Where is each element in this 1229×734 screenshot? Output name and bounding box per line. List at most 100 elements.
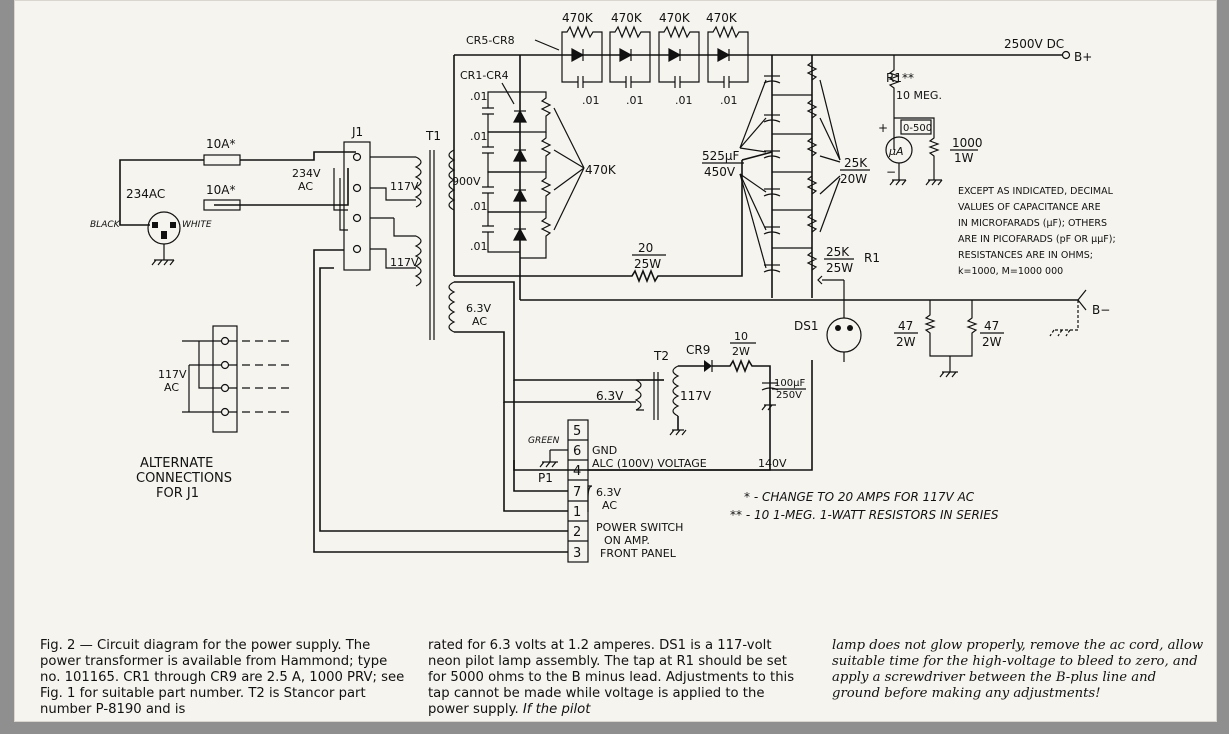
shunt-power: 1W xyxy=(954,151,974,165)
shunt-value: 1000 xyxy=(952,136,983,150)
cr1-cr4-label: CR1-CR4 xyxy=(460,69,509,82)
t1-fil-bottom: AC xyxy=(472,315,487,328)
meter-minus: − xyxy=(886,165,896,179)
j1-block: J1 234V AC xyxy=(292,125,416,271)
p1-pin-6: 6 xyxy=(573,444,581,459)
circuit-schematic: 2500V DC B+ CR5-CR8 470K 470K 470K 470K … xyxy=(90,11,1116,563)
chain-res-3: 470K xyxy=(659,11,691,25)
bridge-cap-2: .01 xyxy=(470,130,488,143)
bleeder-2-value: 47 xyxy=(984,319,999,333)
ds1-and-bleeders: DS1 47 2W 47 2W xyxy=(794,300,1004,378)
series-res-value: 20 xyxy=(638,241,653,255)
meter-r-value: 10 MEG. xyxy=(896,89,942,102)
neon-lamp-icon xyxy=(826,317,862,353)
p1-pin-4: 4 xyxy=(573,464,581,479)
fuse-1-label: 10A* xyxy=(206,137,235,151)
bminus-bus: B− xyxy=(520,289,1110,337)
chain-cap-4: .01 xyxy=(720,94,738,107)
bridge-cap-1: .01 xyxy=(470,90,488,103)
t2-cap-value: 100μF xyxy=(774,378,805,389)
chain-cap-3: .01 xyxy=(675,94,693,107)
bleeder-power: 20W xyxy=(840,172,867,186)
note-line-6: k=1000, M=1000 000 xyxy=(958,266,1063,277)
r1-power: 25W xyxy=(826,261,853,275)
note-line-5: RESISTANCES ARE IN OHMS; xyxy=(958,250,1093,261)
alt-title-line-2: CONNECTIONS xyxy=(136,471,232,486)
chain-cap-2: .01 xyxy=(626,94,644,107)
p1-connector: 5 6 4 7 1 2 3 GND ALC (100V) VOLTAGE 140… xyxy=(313,249,813,563)
bridge-cap-3: .01 xyxy=(470,200,488,213)
bplus-terminal xyxy=(1061,50,1071,60)
bridge-res-label: 470K xyxy=(585,163,617,177)
footnote-2: ** - 10 1-MEG. 1-WATT RESISTORS IN SERIE… xyxy=(730,508,999,522)
p1-fil-voltage: 6.3V xyxy=(596,486,621,499)
schematic-footnotes: * - CHANGE TO 20 AMPS FOR 117V AC ** - 1… xyxy=(730,490,999,522)
values-note: EXCEPT AS INDICATED, DECIMAL VALUES OF C… xyxy=(958,186,1116,277)
white-wire-label: WHITE xyxy=(182,220,212,230)
bridge-cap-4: .01 xyxy=(470,240,488,253)
t2-transformer: T2 CR9 6.3V 117V 10 2W 100μF 250V xyxy=(513,330,806,471)
caption-column-1: Fig. 2 — Circuit diagram for the power s… xyxy=(40,638,405,717)
p1-pin-2: 2 xyxy=(573,525,581,540)
note-line-4: ARE IN PICOFARADS (pF OR μμF); xyxy=(958,234,1116,245)
p1-switch-line-2: ON AMP. xyxy=(604,534,650,547)
caption-col2-italic: If the pilot xyxy=(522,702,591,717)
p1-pin-5: 5 xyxy=(573,424,581,439)
note-line-2: VALUES OF CAPACITANCE ARE xyxy=(958,202,1101,213)
p1-switch-line-3: FRONT PANEL xyxy=(600,547,677,560)
t1-winding2-label: 117V xyxy=(390,256,419,269)
alt-title-line-3: FOR J1 xyxy=(156,486,199,501)
t2-cap-voltage: 250V xyxy=(776,390,802,401)
alt-title-line-1: ALTERNATE xyxy=(140,456,213,471)
j1-voltage-bottom: AC xyxy=(298,180,313,193)
series-resistor: 20 25W xyxy=(454,151,773,284)
bleeder-2-power: 2W xyxy=(982,335,1002,349)
figure-caption: Fig. 2 — Circuit diagram for the power s… xyxy=(40,638,1206,718)
j1-label: J1 xyxy=(351,125,363,139)
t1-secondary-label: 900V xyxy=(452,175,481,188)
t2-secondary-label: 117V xyxy=(680,389,712,403)
chain-res-4: 470K xyxy=(706,11,738,25)
alt-voltage-top: 117V xyxy=(158,368,187,381)
p1-ref: P1 xyxy=(538,471,553,485)
t1-transformer: T1 117V 117V 900V 6.3V AC xyxy=(390,129,664,403)
j1-voltage-top: 234V xyxy=(292,167,321,180)
p1-pin-3: 3 xyxy=(573,546,581,561)
cr5-cr8-label: CR5-CR8 xyxy=(466,34,515,47)
fuse-1-icon xyxy=(203,154,241,166)
r1-ref: R1 xyxy=(864,251,880,265)
chain-res-1: 470K xyxy=(562,11,594,25)
alt-voltage-bottom: AC xyxy=(164,381,179,394)
meter-symbol: μA xyxy=(888,145,904,158)
filter-cap-label: 525μF xyxy=(702,149,740,163)
page: 2500V DC B+ CR5-CR8 470K 470K 470K 470K … xyxy=(14,0,1217,722)
meter-r-label: R1** xyxy=(886,71,914,85)
p1-fil-ac: AC xyxy=(602,499,617,512)
note-line-3: IN MICROFARADS (μF); OTHERS xyxy=(958,218,1107,229)
t1-label: T1 xyxy=(425,129,441,143)
t1-fil-top: 6.3V xyxy=(466,302,491,315)
note-line-1: EXCEPT AS INDICATED, DECIMAL xyxy=(958,186,1114,197)
filter-cap-voltage: 450V xyxy=(704,165,736,179)
bplus-label: B+ xyxy=(1074,50,1092,64)
t2-res-value: 10 xyxy=(734,330,748,343)
chain-cap-1: .01 xyxy=(582,94,600,107)
p1-pin-1: 1 xyxy=(573,505,581,520)
p1-switch-line-1: POWER SWITCH xyxy=(596,521,683,534)
bleeder-value: 25K xyxy=(844,156,868,170)
t1-winding1-label: 117V xyxy=(390,180,419,193)
footnote-1: * - CHANGE TO 20 AMPS FOR 117V AC xyxy=(744,490,975,504)
chain-res-2: 470K xyxy=(611,11,643,25)
ds1-label: DS1 xyxy=(794,319,819,333)
ac-input: 10A* 10A* 234AC BLACK WHITE xyxy=(90,137,356,266)
bleeder-1-value: 47 xyxy=(898,319,913,333)
caption-col2-text: rated for 6.3 volts at 1.2 amperes. DS1 … xyxy=(428,638,795,717)
bminus-label: B− xyxy=(1092,303,1110,317)
p1-alc-label: ALC (100V) VOLTAGE xyxy=(592,457,707,470)
hv-rectifier-chain: 2500V DC B+ CR5-CR8 470K 470K 470K 470K … xyxy=(454,11,1092,107)
cr9-label: CR9 xyxy=(686,343,710,357)
p1-alc-voltage: 140V xyxy=(758,457,787,470)
meter-range: 0-500 xyxy=(903,123,932,134)
t2-primary-label: 6.3V xyxy=(596,389,624,403)
alternate-connections: 117V AC ALTERNATE CONNECTIONS FOR J1 xyxy=(136,325,294,501)
